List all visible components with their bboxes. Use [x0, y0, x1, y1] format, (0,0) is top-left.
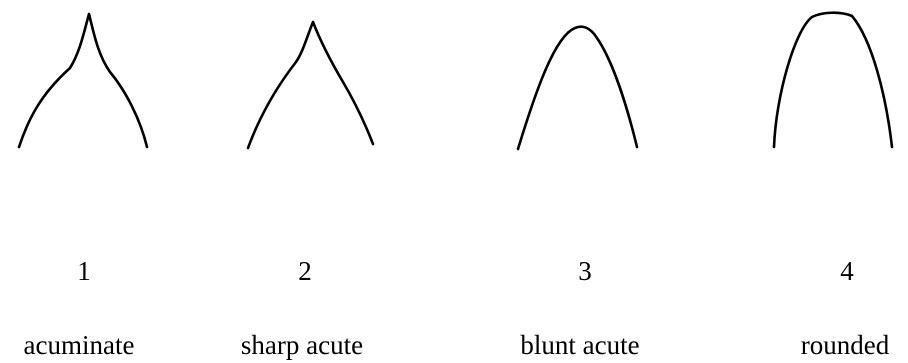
shape-label-blunt-acute: blunt acute: [520, 330, 640, 360]
shape-label-rounded: rounded: [800, 330, 890, 360]
shape-label-acuminate: acuminate: [23, 330, 135, 360]
shape-label-sharp-acute: sharp acute: [240, 330, 364, 360]
sharp-acute-apex-icon: [246, 20, 375, 150]
shape-number-1: 1: [77, 256, 91, 286]
shape-number-4: 4: [840, 256, 854, 286]
shape-number-3: 3: [578, 256, 592, 286]
shape-number-2: 2: [298, 256, 312, 286]
blunt-acute-apex-icon: [516, 25, 639, 151]
acuminate-apex-icon: [17, 12, 149, 149]
rounded-apex-icon: [772, 11, 894, 149]
apex-shapes-diagram: [17, 11, 894, 151]
